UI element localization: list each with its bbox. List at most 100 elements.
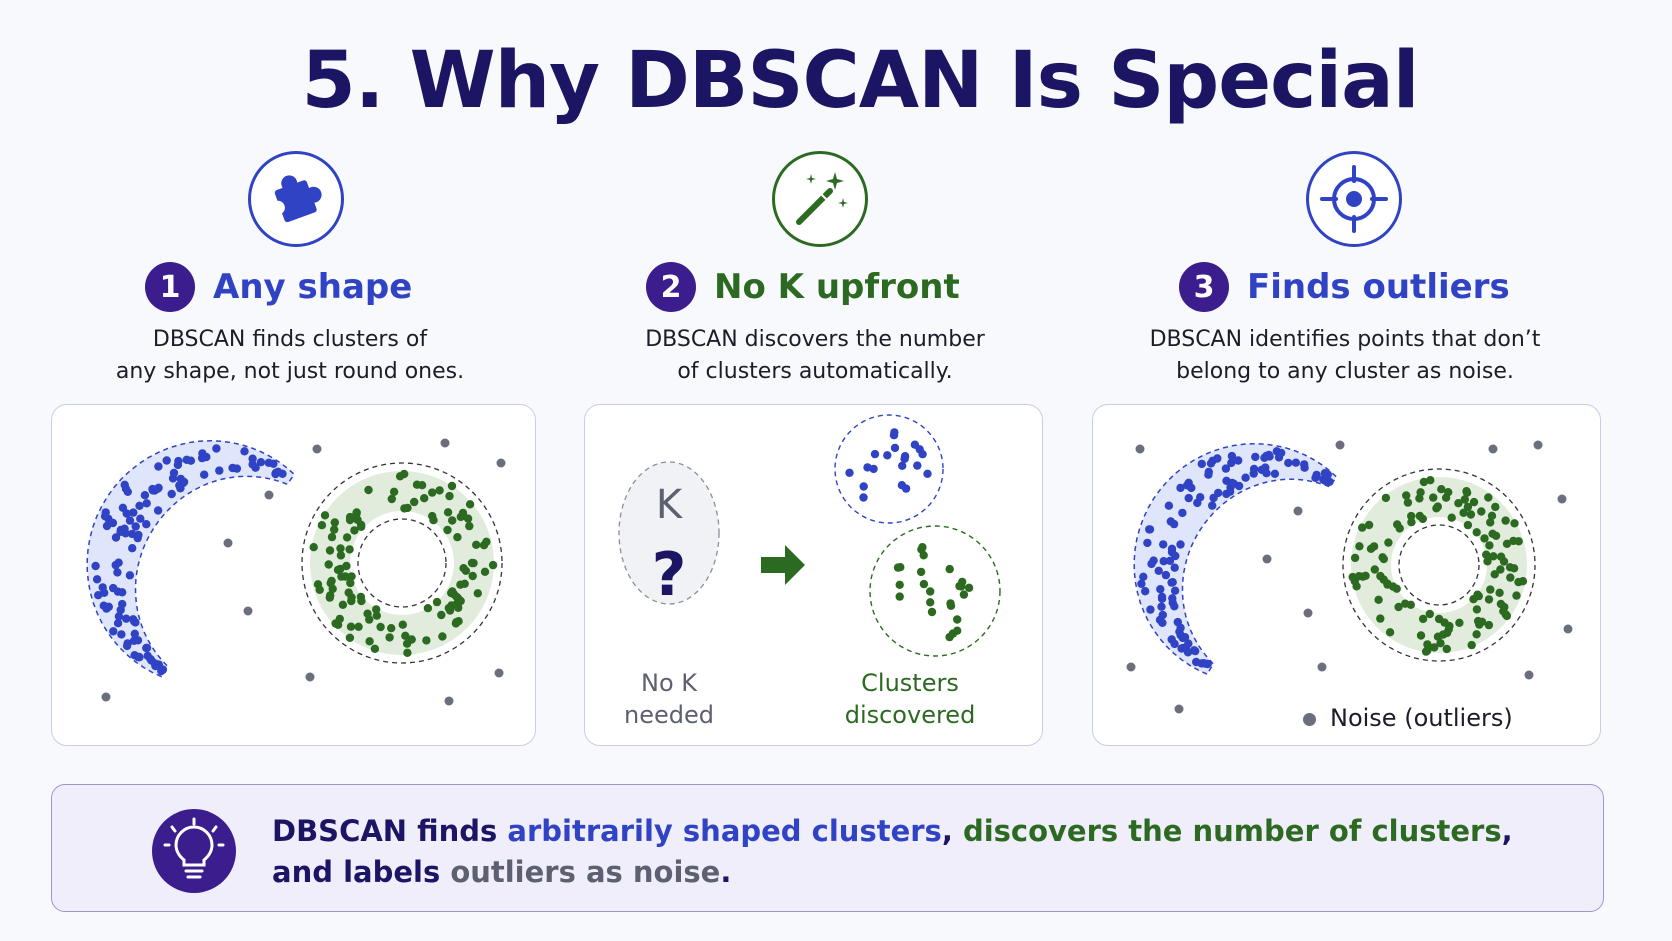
cluster-point (1177, 644, 1186, 653)
noise-point (1524, 670, 1534, 680)
cluster-point (488, 560, 498, 570)
cluster-point (376, 622, 385, 632)
cluster-point (335, 614, 344, 624)
cluster-point (395, 472, 405, 481)
cluster-point (1379, 554, 1388, 564)
cluster-point (1180, 633, 1190, 642)
cluster-point (142, 643, 151, 653)
noise-point (1262, 554, 1272, 564)
cluster-point (1213, 454, 1222, 463)
cluster-point (1206, 459, 1216, 468)
noise-point (1335, 440, 1345, 450)
cluster-point (1501, 516, 1510, 525)
label-line: needed (624, 701, 714, 729)
cluster-point (113, 587, 123, 596)
cluster-point (1187, 483, 1196, 493)
cluster-point (1499, 557, 1509, 566)
cluster-point (101, 508, 110, 517)
noise-point (1293, 506, 1303, 516)
cluster-point (435, 486, 444, 495)
cluster-point (1495, 588, 1504, 597)
cluster-point (916, 567, 926, 577)
cluster-point (1472, 528, 1481, 537)
cluster-point (401, 631, 410, 640)
cluster-point (345, 633, 355, 642)
summary-text-plain: DBSCAN finds (272, 814, 508, 848)
cluster-point (186, 456, 196, 465)
section-heading-no-k-upfront: 2 No K upfront (646, 262, 960, 312)
cluster-point (901, 484, 911, 493)
noise-point (1533, 440, 1543, 450)
cluster-point (1157, 602, 1166, 611)
cluster-point (890, 443, 900, 453)
cluster-point (1170, 563, 1179, 572)
cluster-point (174, 456, 183, 466)
cluster-point (215, 466, 224, 475)
cluster-point (1352, 582, 1361, 591)
cluster-point (330, 525, 339, 534)
target-crosshair-icon (1306, 151, 1402, 247)
cluster-point (157, 666, 166, 676)
cluster-point (135, 501, 144, 510)
cluster-point (964, 583, 974, 592)
cluster-point (325, 546, 335, 555)
cluster-point (1436, 639, 1445, 648)
cluster-point (212, 444, 221, 453)
k-discovery-illustration (618, 414, 1001, 657)
cluster-point (1311, 473, 1320, 482)
cluster-point (333, 565, 343, 575)
noise-point (1557, 494, 1567, 504)
cluster-point (1161, 570, 1171, 580)
cluster-point (1170, 586, 1180, 595)
cluster-point (1423, 640, 1432, 649)
cluster-point (1156, 585, 1165, 594)
section-description-3: DBSCAN identifies points that don’t belo… (1110, 324, 1580, 388)
cluster-point (94, 591, 103, 600)
cluster-point (1214, 488, 1223, 498)
cluster-point (456, 596, 465, 606)
cluster-point (1475, 620, 1484, 629)
cluster-point (129, 636, 139, 645)
cluster-point (1141, 587, 1150, 596)
cluster-point (264, 458, 273, 467)
cluster-point (900, 452, 910, 461)
cluster-point (1154, 566, 1163, 575)
cluster-boundary (869, 525, 1001, 657)
question-mark: ? (651, 540, 687, 610)
cluster-point (428, 488, 437, 497)
section-heading-any-shape: 1 Any shape (145, 262, 412, 312)
cluster-point (1437, 485, 1446, 494)
cluster-point (1416, 631, 1426, 640)
cluster-point (1489, 552, 1498, 561)
cluster-point (122, 614, 131, 623)
cluster-point (1407, 511, 1416, 521)
cluster-point (1284, 458, 1293, 468)
cluster-boundary (1133, 442, 1338, 676)
cluster-point (309, 543, 318, 552)
cluster-boundary (1342, 468, 1536, 662)
cluster-point (1348, 572, 1357, 582)
cluster-point (1459, 508, 1468, 517)
cluster-point (1167, 635, 1176, 644)
cluster-point (1178, 508, 1187, 518)
cluster-point (313, 580, 323, 589)
cluster-point (926, 587, 935, 596)
cluster-point (910, 440, 920, 449)
cluster-point (352, 508, 361, 517)
description-line: belong to any cluster as noise. (1176, 359, 1514, 384)
cluster-point (140, 491, 150, 500)
summary-highlight-number: discovers the number of clusters (962, 814, 1502, 848)
cluster-point (1463, 502, 1473, 512)
cluster-point (917, 545, 926, 554)
cluster-point (1196, 493, 1205, 502)
cluster-point (1518, 577, 1528, 586)
cluster-point (1490, 570, 1499, 579)
cluster-point (1149, 556, 1158, 565)
cluster-point (1418, 614, 1428, 624)
cluster-point (1502, 539, 1512, 548)
cluster-point (1402, 491, 1411, 500)
cluster-point (372, 605, 381, 614)
cluster-point (1403, 498, 1413, 507)
cluster-point (1395, 524, 1404, 533)
cluster-point (1204, 467, 1213, 477)
